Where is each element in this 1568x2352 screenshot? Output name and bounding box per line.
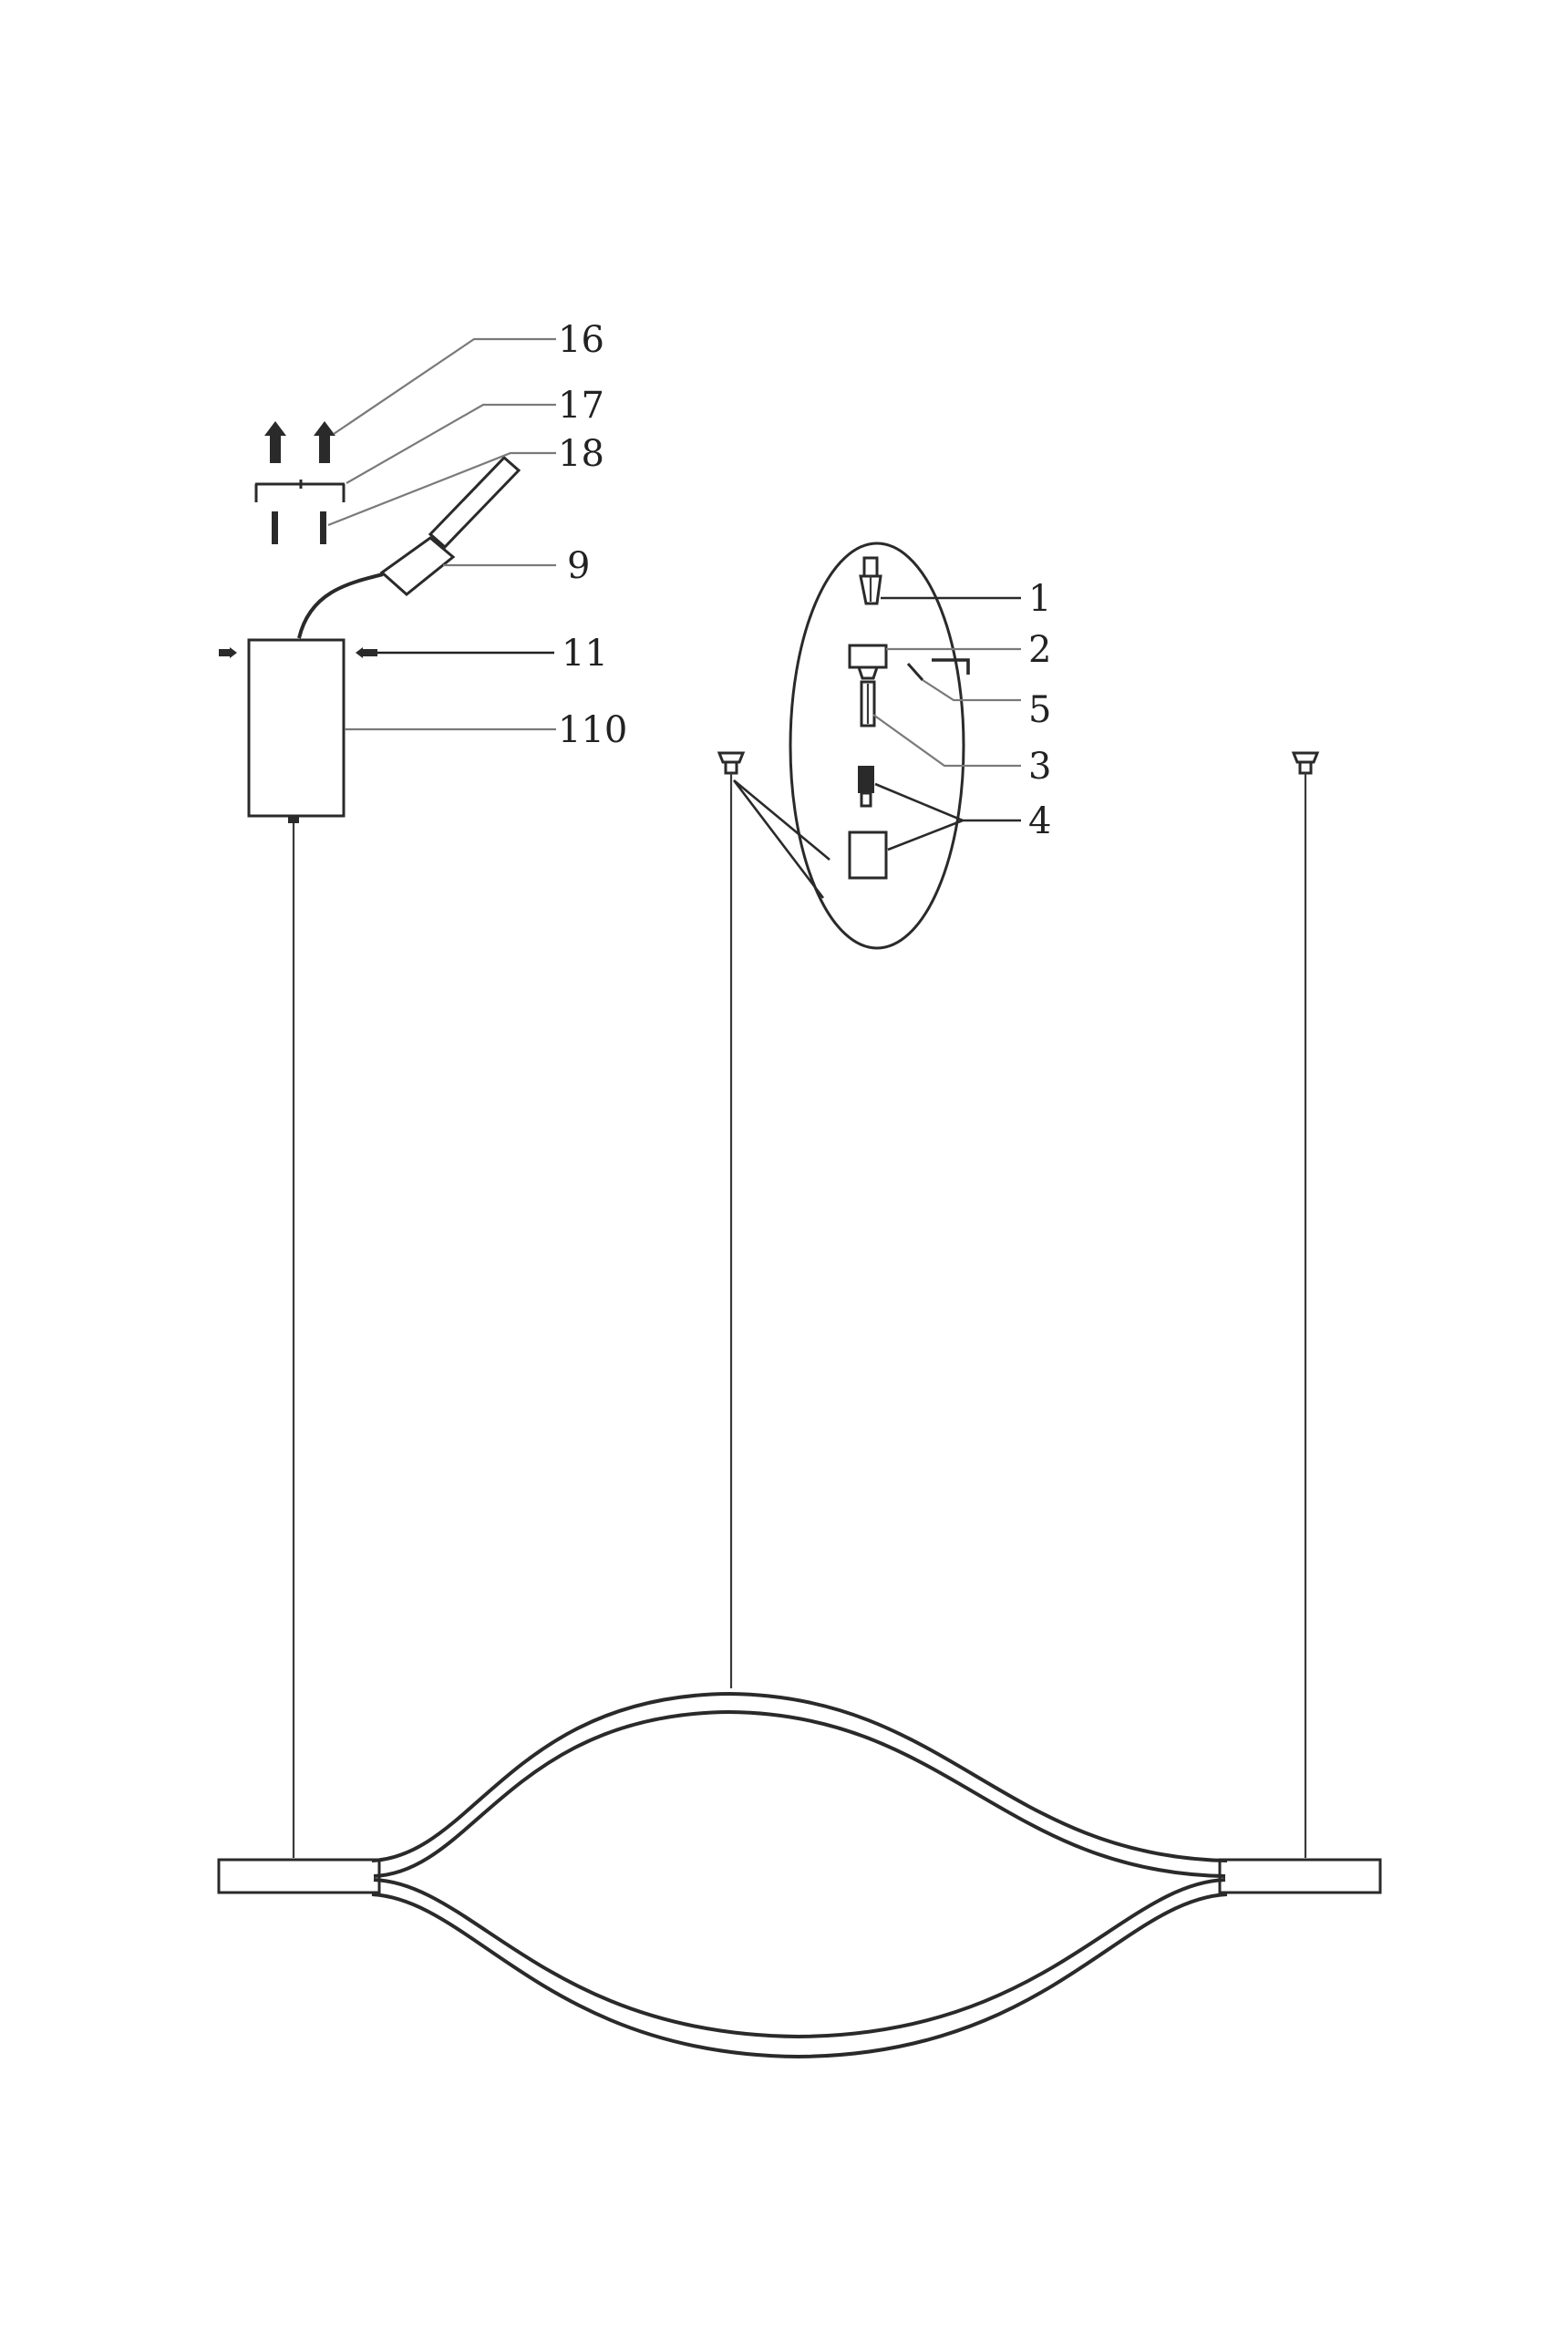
label-2: 2 xyxy=(1028,629,1051,671)
detail-callout xyxy=(732,542,970,950)
bracket-17 xyxy=(254,480,346,502)
side-screw-right xyxy=(356,647,377,658)
label-4: 4 xyxy=(1028,800,1051,842)
connector-9 xyxy=(297,455,521,639)
wave-light-fixture xyxy=(217,1691,1382,2059)
right-end-bar xyxy=(1218,1858,1382,1894)
label-18: 18 xyxy=(558,433,604,475)
detail-part-4 xyxy=(848,766,888,880)
label-110: 110 xyxy=(558,709,627,751)
left-end-bar xyxy=(217,1858,381,1894)
label-16: 16 xyxy=(558,319,604,361)
label-9: 9 xyxy=(567,545,590,587)
callout-labels: 16 17 18 9 11 110 1 2 5 3 4 xyxy=(558,319,1051,842)
label-17: 17 xyxy=(558,385,604,427)
screw-16-left xyxy=(264,421,286,463)
label-11: 11 xyxy=(562,633,608,675)
detail-part-2 xyxy=(848,644,888,680)
screw-16-right xyxy=(314,421,335,463)
driver-box-110 xyxy=(247,638,346,823)
label-1: 1 xyxy=(1028,578,1051,620)
leader-lines xyxy=(327,337,1021,851)
detail-part-1 xyxy=(859,556,882,605)
anchor-18-left xyxy=(272,511,278,544)
cable-grip-middle xyxy=(717,751,746,1688)
label-5: 5 xyxy=(1028,689,1051,731)
label-3: 3 xyxy=(1028,746,1051,788)
anchor-18-right xyxy=(320,511,326,544)
detail-part-3 xyxy=(860,680,876,727)
side-screw-left xyxy=(219,647,237,658)
cable-grip-right xyxy=(1291,751,1320,1858)
canopy-assembly xyxy=(219,421,521,1858)
detail-part-5 xyxy=(906,658,970,681)
